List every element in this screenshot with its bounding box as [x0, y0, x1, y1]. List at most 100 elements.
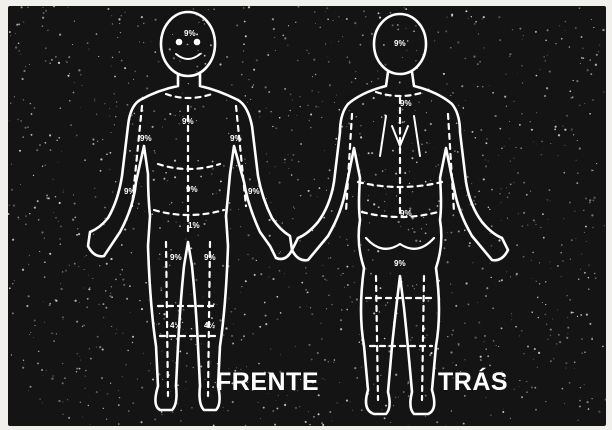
speckle [346, 266, 348, 268]
speckle [502, 411, 504, 413]
speckle [353, 266, 354, 267]
speckle [531, 386, 533, 388]
speckle [589, 199, 591, 201]
speckle [22, 269, 24, 271]
speckle [252, 333, 254, 335]
speckle [272, 18, 274, 20]
speckle [94, 188, 95, 189]
speckle [474, 196, 475, 197]
speckle [133, 79, 134, 80]
speckle [456, 122, 458, 124]
speckle [327, 57, 328, 58]
speckle [163, 178, 165, 180]
speckle [334, 102, 335, 103]
speckle [84, 256, 85, 257]
speckle [365, 268, 367, 270]
speckle [591, 338, 593, 340]
speckle [101, 377, 103, 379]
speckle [166, 270, 167, 271]
speckle [526, 194, 528, 196]
speckle [385, 304, 386, 305]
speckle [550, 360, 552, 362]
speckle [409, 171, 410, 172]
speckle [275, 127, 277, 129]
speckle [515, 274, 517, 276]
speckle [305, 267, 306, 268]
speckle [62, 316, 64, 318]
speckle [590, 73, 592, 75]
speckle [231, 311, 233, 313]
speckle [124, 12, 125, 13]
speckle [291, 130, 292, 131]
speckle [556, 343, 558, 345]
speckle [194, 263, 196, 265]
speckle [191, 407, 193, 409]
speckle [173, 57, 175, 59]
speckle [489, 209, 490, 210]
speckle [183, 329, 184, 330]
speckle [34, 107, 36, 109]
speckle [349, 110, 350, 111]
speckle [584, 232, 585, 233]
speckle [380, 375, 381, 376]
speckle [129, 150, 131, 152]
speckle [527, 345, 529, 347]
speckle [526, 391, 528, 393]
speckle [498, 16, 500, 18]
speckle [312, 76, 313, 77]
speckle [195, 344, 196, 345]
speckle [547, 339, 548, 340]
speckle [519, 124, 521, 126]
speckle [463, 423, 465, 425]
speckle [581, 338, 582, 339]
speckle [243, 335, 245, 337]
speckle [44, 276, 46, 278]
speckle [446, 261, 448, 263]
speckle [346, 126, 347, 127]
speckle [550, 329, 552, 331]
speckle [179, 350, 181, 352]
front-area-percentage: 4½ [204, 321, 215, 330]
speckle [120, 32, 121, 33]
speckle [313, 59, 315, 61]
speckle [88, 275, 89, 276]
speckle [510, 418, 511, 419]
speckle [288, 115, 289, 116]
speckle [61, 288, 63, 290]
speckle [158, 61, 160, 63]
speckle [359, 342, 360, 343]
speckle [276, 296, 278, 298]
speckle [308, 190, 310, 192]
speckle [44, 261, 46, 263]
speckle [60, 283, 61, 284]
speckle [127, 350, 128, 351]
speckle [279, 253, 280, 254]
speckle [154, 418, 156, 420]
speckle [174, 160, 176, 162]
speckle [226, 100, 227, 101]
speckle [553, 358, 555, 360]
speckle [170, 249, 172, 251]
speckle [451, 410, 452, 411]
speckle [179, 111, 180, 112]
speckle [186, 389, 187, 390]
speckle [170, 391, 171, 392]
speckle [51, 59, 53, 61]
speckle [76, 134, 78, 136]
speckle [33, 175, 34, 176]
speckle [415, 240, 417, 242]
back-area-percentage: 9% [400, 99, 412, 108]
speckle [333, 362, 334, 363]
speckle [131, 252, 132, 253]
speckle [347, 56, 348, 57]
speckle [578, 278, 580, 280]
front-area-percentage: 9% [204, 253, 216, 262]
speckle [494, 238, 495, 239]
speckle [204, 55, 206, 57]
speckle [119, 397, 121, 399]
speckle [114, 76, 116, 78]
speckle [111, 15, 112, 16]
speckle [413, 30, 415, 32]
speckle [605, 399, 606, 401]
speckle [437, 348, 439, 350]
